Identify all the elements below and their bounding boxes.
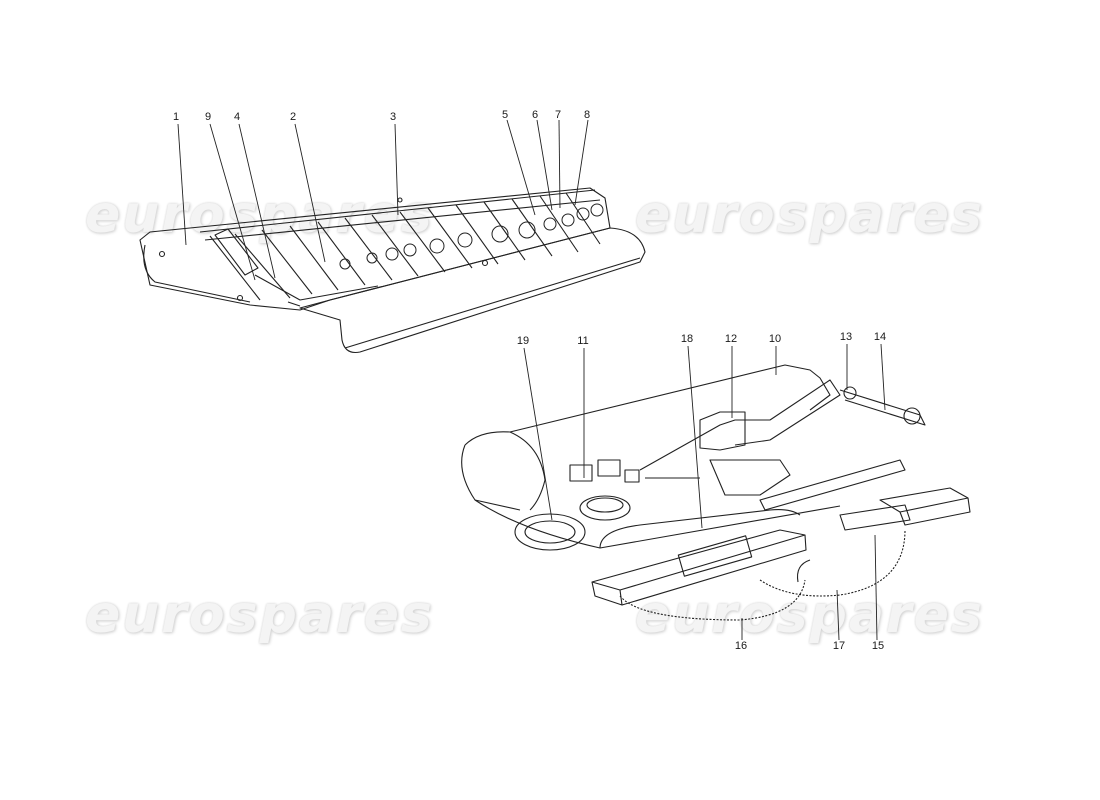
callout-6: 6 xyxy=(531,109,539,121)
callout-18: 18 xyxy=(680,333,694,345)
callout-14: 14 xyxy=(873,331,887,343)
callout-11: 11 xyxy=(577,335,589,347)
callout-7: 7 xyxy=(554,109,562,121)
watermark-bottom-left: eurospares xyxy=(85,585,434,645)
jack-kit-illustration xyxy=(461,364,971,621)
callout-17: 17 xyxy=(832,640,846,652)
callout-19: 19 xyxy=(516,335,530,347)
callout-8: 8 xyxy=(583,109,591,121)
tool-roll-illustration xyxy=(139,187,646,354)
leader-lines xyxy=(177,119,886,641)
callout-1: 1 xyxy=(172,111,180,123)
callout-13: 13 xyxy=(839,331,853,343)
callout-10: 10 xyxy=(768,333,782,345)
callout-3: 3 xyxy=(389,111,397,123)
callout-15: 15 xyxy=(871,640,885,652)
callout-9: 9 xyxy=(204,111,212,123)
watermark-top-right: eurospares xyxy=(635,185,984,245)
callout-2: 2 xyxy=(289,111,297,123)
callout-12: 12 xyxy=(724,333,738,345)
callout-16: 16 xyxy=(734,640,748,652)
watermark-bottom-right: eurospares xyxy=(635,585,984,645)
callout-5: 5 xyxy=(501,109,509,121)
callout-4: 4 xyxy=(233,111,241,123)
